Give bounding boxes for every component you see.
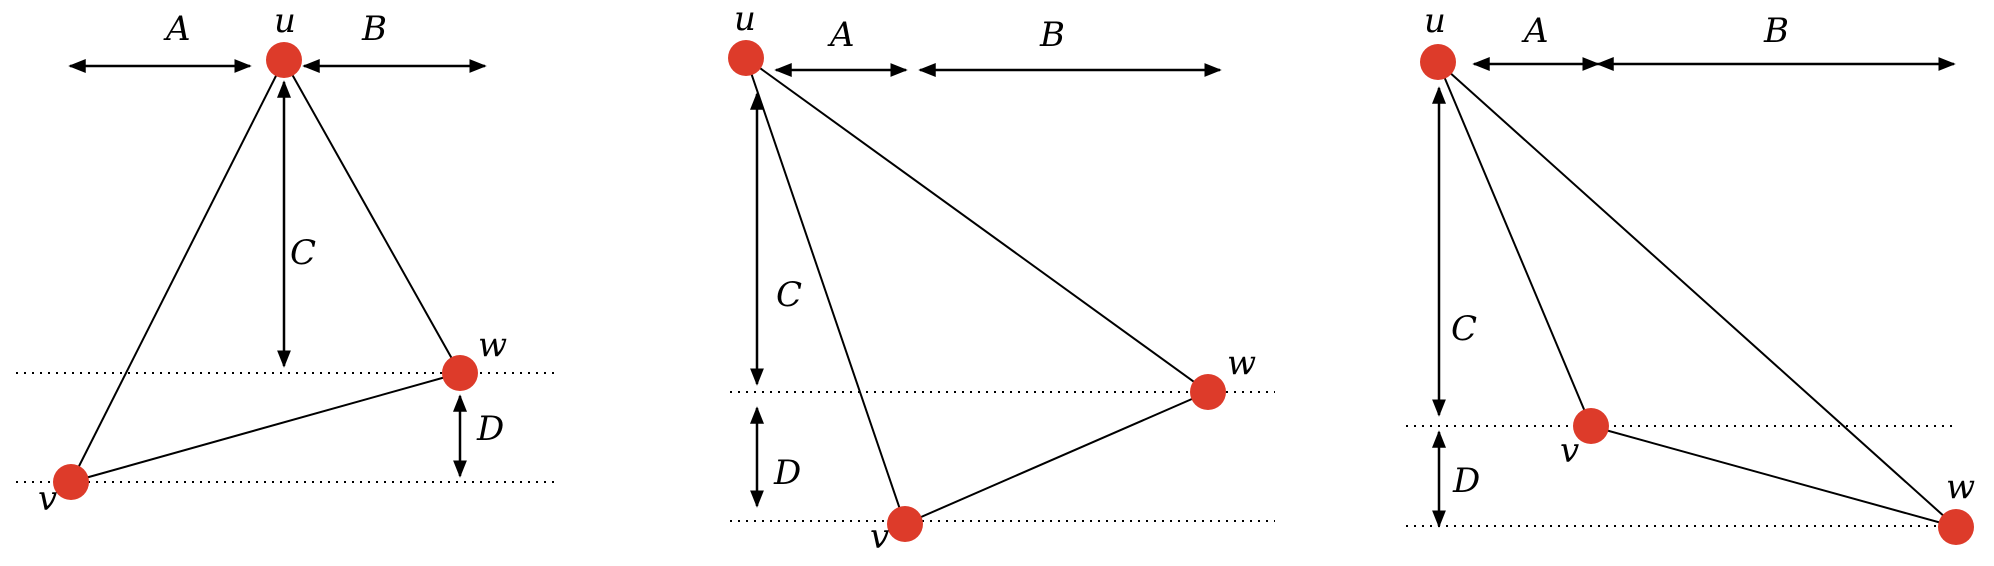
panel-3-node-w: [1938, 509, 1974, 545]
panel-1-label-A: A: [163, 9, 191, 49]
panel-3-label-w: w: [1946, 467, 1975, 507]
panel-3-label-v: v: [1560, 431, 1579, 471]
panel-1-label-C: C: [290, 233, 316, 273]
panel-1-edge-vw: [70, 372, 461, 483]
panel-3-edge-vw: [1590, 425, 1957, 528]
panel-1-label-w: w: [478, 325, 507, 365]
panel-3: u v w A B C D: [1406, 1, 1975, 545]
panel-1-label-D: D: [476, 409, 504, 449]
panel-3-edge-uv: [1437, 61, 1592, 427]
panel-3-label-B: B: [1763, 11, 1789, 51]
panel-3-edge-uw: [1437, 61, 1957, 528]
panel-2-node-u: [728, 40, 764, 76]
panel-1-node-v: [53, 464, 89, 500]
panel-3-node-v: [1573, 408, 1609, 444]
panel-2-label-u: u: [734, 0, 756, 39]
panel-1-edge-uv: [70, 59, 285, 483]
panel-2-label-A: A: [827, 15, 855, 55]
panel-1-label-v: v: [38, 479, 57, 519]
panel-2-label-D: D: [773, 453, 801, 493]
panel-2-node-v: [887, 506, 923, 542]
panel-2-edge-vw: [904, 391, 1209, 525]
panel-1: u v w A B C D: [16, 1, 560, 519]
panel-1-node-w: [442, 355, 478, 391]
panel-3-node-u: [1420, 44, 1456, 80]
panel-1-edge-uw: [283, 59, 461, 374]
panel-2-edge-uv: [745, 57, 906, 525]
panel-3-label-u: u: [1424, 1, 1446, 41]
panel-3-label-D: D: [1452, 461, 1480, 501]
panel-2: u v w A B C D: [728, 0, 1275, 557]
panel-1-label-u: u: [274, 1, 296, 41]
panel-3-label-C: C: [1451, 309, 1477, 349]
panel-1-label-B: B: [361, 9, 387, 49]
panel-2-node-w: [1190, 374, 1226, 410]
panel-2-label-v: v: [870, 517, 889, 557]
panel-2-label-w: w: [1227, 343, 1256, 383]
panel-2-label-B: B: [1039, 15, 1065, 55]
panel-3-label-A: A: [1521, 11, 1549, 51]
panel-2-edge-uw: [745, 57, 1209, 393]
panel-2-label-C: C: [776, 275, 802, 315]
panel-1-node-u: [266, 42, 302, 78]
